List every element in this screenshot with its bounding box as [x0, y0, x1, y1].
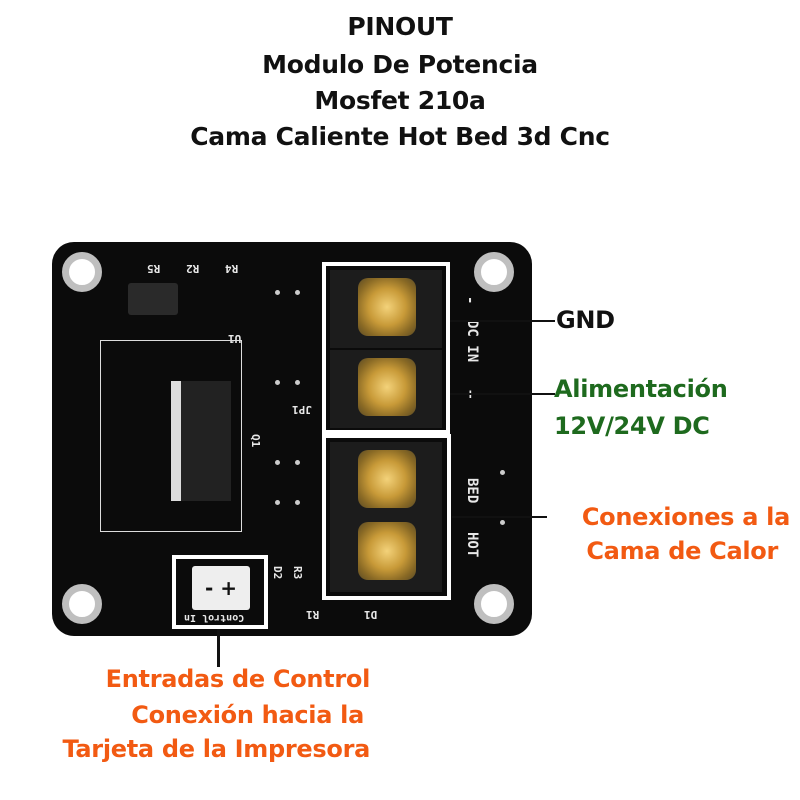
screw-icon [358, 278, 416, 336]
via [275, 500, 280, 505]
gnd-pointer-line [450, 320, 555, 322]
screw-icon [358, 522, 416, 580]
silk-control-in: Control In [184, 612, 245, 623]
silk-dc-in: DC IN [464, 320, 480, 363]
mounting-hole [62, 252, 102, 292]
gnd-label: GND [556, 306, 615, 334]
power-terminal-highlight [322, 262, 450, 434]
mounting-hole [62, 584, 102, 624]
bed-terminal-highlight [322, 434, 451, 600]
via [500, 520, 505, 525]
control-label-line-2: Conexión hacia la [131, 701, 364, 729]
terminal-gnd [330, 270, 442, 348]
bed-label-line-2: Cama de Calor [586, 537, 778, 565]
via [275, 460, 280, 465]
silk-r3: R3 [291, 566, 304, 580]
silk-r2: R2 [186, 262, 200, 275]
title-line-4: Cama Caliente Hot Bed 3d Cnc [190, 122, 610, 151]
via [295, 500, 300, 505]
via [500, 470, 505, 475]
silk-q1: Q1 [249, 434, 262, 448]
control-label-line-3: Tarjeta de la Impresora [62, 735, 370, 763]
title-line-1: PINOUT [347, 12, 453, 41]
bed-pointer-line [452, 516, 547, 518]
power-label-line-1: Alimentación [554, 375, 728, 403]
via [275, 380, 280, 385]
control-connector-highlight [172, 555, 268, 629]
via [295, 380, 300, 385]
silk-r4: R4 [225, 262, 239, 275]
optocoupler-chip [128, 283, 178, 315]
bed-label-line-1: Conexiones a la [581, 503, 790, 531]
power-pointer-line [450, 393, 555, 395]
silk-hot: HOT [464, 532, 480, 558]
silk-r1: R1 [306, 608, 320, 621]
silk-r5: R5 [147, 262, 161, 275]
power-label-line-2: 12V/24V DC [554, 412, 710, 440]
silk-jp1: JP1 [292, 403, 312, 416]
terminal-vin [330, 350, 442, 428]
title-line-2: Modulo De Potencia [262, 50, 538, 79]
control-label-line-1: Entradas de Control [105, 665, 371, 693]
silk-bed: BED [464, 478, 480, 504]
silk-d2: D2 [271, 566, 284, 580]
via [295, 290, 300, 295]
control-connector: - + [192, 566, 250, 610]
mounting-hole [474, 584, 514, 624]
silk-minus: - [462, 296, 478, 305]
control-pointer-line [217, 629, 220, 667]
mosfet-body [171, 381, 231, 501]
via [295, 460, 300, 465]
via [275, 290, 280, 295]
title-line-3: Mosfet 210a [314, 86, 486, 115]
terminal-hot [330, 514, 442, 592]
silk-d1: D1 [364, 608, 378, 621]
mounting-hole [474, 252, 514, 292]
screw-icon [358, 450, 416, 508]
terminal-bed [330, 442, 442, 520]
screw-icon [358, 358, 416, 416]
mosfet-heatsink [100, 340, 242, 532]
